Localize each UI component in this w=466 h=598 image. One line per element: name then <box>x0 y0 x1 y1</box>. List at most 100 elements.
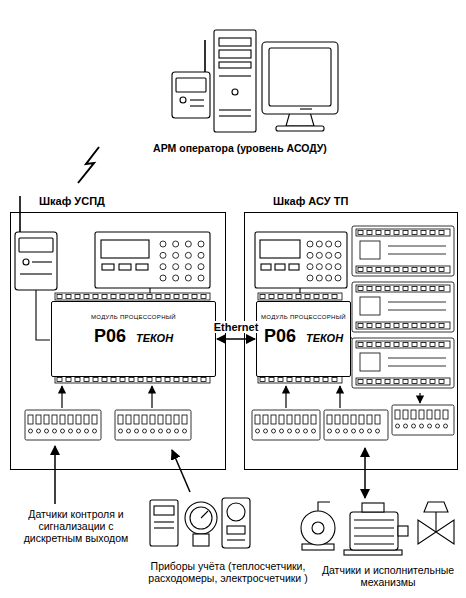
terminal-blocks <box>28 415 33 424</box>
cabinet-box: Шкаф УСПДМОДУЛЬ ПРОЦЕССОРНЫЙР06ТЕКОН <box>10 212 226 470</box>
terminal-blocks <box>316 241 322 247</box>
caption-text: Датчики контроля и сигнализации с дискре… <box>12 508 140 544</box>
metering-devices <box>154 527 174 528</box>
actuators <box>398 526 408 536</box>
terminal-blocks <box>358 324 363 328</box>
terminal-blocks <box>360 241 380 259</box>
terminal-blocks <box>272 429 276 433</box>
caption-text: Приборы учёта (теплосчетчики, расходомер… <box>138 560 318 584</box>
terminal-blocks <box>160 241 166 247</box>
terminal-blocks <box>135 429 139 433</box>
signal-arrows <box>61 386 62 408</box>
cabinet-equipment <box>19 238 53 252</box>
actuators <box>350 512 398 550</box>
actuators <box>354 519 394 520</box>
terminal-blocks <box>119 429 123 433</box>
terminal-blocks <box>367 343 372 347</box>
terminal-blocks <box>403 287 408 291</box>
terminal-blocks <box>352 226 454 276</box>
terminal-blocks <box>165 295 170 299</box>
model-name: Р06 <box>264 326 296 347</box>
terminal-blocks <box>388 254 446 255</box>
terminal-blocks <box>392 405 454 435</box>
terminal-blocks <box>436 424 440 428</box>
model-name: Р06 <box>94 326 126 347</box>
metering-devices <box>150 498 250 548</box>
terminal-blocks <box>403 324 408 328</box>
terminal-blocks <box>45 429 49 433</box>
terminal-blocks <box>376 429 380 433</box>
terminal-blocks <box>185 241 191 247</box>
terminal-blocks <box>326 275 332 281</box>
terminal-blocks <box>159 429 163 433</box>
terminal-blocks <box>323 295 328 299</box>
cabinet-equipment <box>95 232 210 288</box>
terminal-blocks <box>358 268 363 272</box>
signal-arrows <box>285 386 286 408</box>
terminal-blocks <box>396 424 400 428</box>
actuators <box>354 543 394 544</box>
terminal-blocks <box>252 410 320 440</box>
terminal-blocks <box>102 295 107 299</box>
terminal-blocks <box>102 378 107 382</box>
cabinet-title: Шкаф АСУ ТП <box>273 195 348 207</box>
terminal-blocks <box>66 378 71 382</box>
metering-devices <box>227 526 245 534</box>
brand-logo: ТЕКОН <box>136 332 173 344</box>
terminal-blocks <box>138 295 143 299</box>
terminal-blocks <box>312 429 316 433</box>
actuators <box>362 503 384 512</box>
cabinet-equipment <box>260 240 300 258</box>
terminal-blocks <box>352 338 454 388</box>
terminal-blocks <box>55 376 210 383</box>
operator-workstation <box>276 126 324 131</box>
caption-text: Датчики и исполнительные механизмы <box>318 564 458 588</box>
terminal-blocks <box>385 380 390 384</box>
processor-module: МОДУЛЬ ПРОЦЕССОРНЫЙ Р06 ТЕКОН <box>51 301 216 377</box>
terminal-blocks <box>66 295 71 299</box>
terminal-blocks <box>394 231 399 235</box>
terminal-blocks <box>174 295 179 299</box>
terminal-blocks <box>421 380 426 384</box>
terminal-blocks <box>316 275 322 281</box>
operator-workstation <box>176 78 206 92</box>
terminal-blocks <box>356 285 450 292</box>
operator-workstation <box>219 109 251 110</box>
cabinet-equipment <box>36 290 50 340</box>
cabinet-equipment <box>15 232 57 290</box>
terminal-blocks <box>439 268 444 272</box>
terminal-blocks <box>174 415 179 424</box>
terminal-blocks <box>201 295 206 299</box>
terminal-blocks <box>61 429 65 433</box>
metering-devices <box>150 500 178 546</box>
terminal-blocks <box>356 341 450 348</box>
terminal-blocks <box>183 295 188 299</box>
terminal-blocks <box>421 324 426 328</box>
terminal-blocks <box>198 264 204 270</box>
terminal-blocks <box>295 415 300 424</box>
terminal-blocks <box>439 380 444 384</box>
metering-devices <box>185 502 217 534</box>
terminal-blocks <box>279 415 284 424</box>
terminal-blocks <box>421 287 426 291</box>
terminal-blocks <box>444 424 448 428</box>
terminal-blocks <box>76 415 81 424</box>
terminal-blocks <box>316 264 322 270</box>
signal-arrows <box>151 386 152 408</box>
operator-workstation <box>214 30 256 132</box>
terminal-blocks <box>376 380 381 384</box>
terminal-blocks <box>412 424 416 428</box>
edge-label: Ethernet <box>212 321 261 333</box>
operator-workstation <box>172 30 338 132</box>
terminal-blocks <box>52 415 57 424</box>
terminal-blocks <box>175 429 179 433</box>
cabinet-equipment <box>32 261 52 262</box>
operator-workstation <box>219 50 251 58</box>
cabinet-equipment <box>289 264 299 270</box>
terminal-blocks <box>29 429 33 433</box>
signal-arrows <box>364 448 366 498</box>
terminal-blocks <box>77 429 81 433</box>
module-caption: МОДУЛЬ ПРОЦЕССОРНЫЙ <box>91 314 176 320</box>
metering-devices <box>193 534 209 546</box>
terminal-blocks <box>287 295 292 299</box>
